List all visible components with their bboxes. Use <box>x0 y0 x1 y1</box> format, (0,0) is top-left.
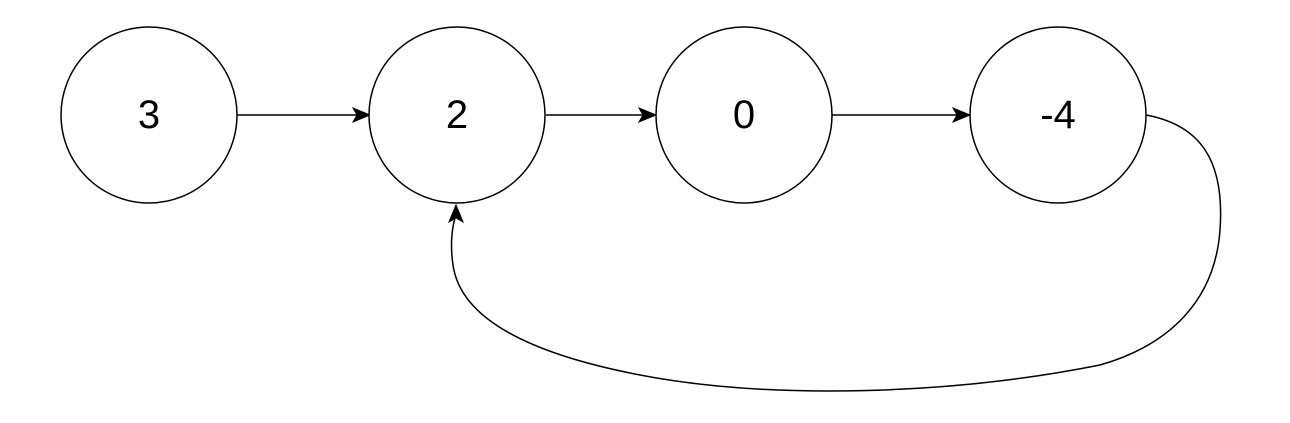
node-0: 0 <box>655 26 833 204</box>
edge-neg4-to-2-cycle <box>450 114 1222 392</box>
edges <box>237 106 1222 392</box>
arrow-head-neg4-to-2 <box>447 203 465 224</box>
node-label: 3 <box>138 93 160 137</box>
node-label: 0 <box>733 93 755 137</box>
node-circle <box>368 26 546 204</box>
arrow-head-3-to-2 <box>351 106 372 124</box>
node-circle <box>655 26 833 204</box>
node-3: 3 <box>60 26 238 204</box>
node-label: -4 <box>1040 93 1076 137</box>
node-2: 2 <box>368 26 546 204</box>
node-label: 2 <box>446 93 468 137</box>
node-neg4: -4 <box>969 26 1147 204</box>
node-circle <box>60 26 238 204</box>
node-circle <box>969 26 1147 204</box>
arrow-head-2-to-0 <box>637 106 658 124</box>
arrow-head-0-to-neg4 <box>951 106 972 124</box>
